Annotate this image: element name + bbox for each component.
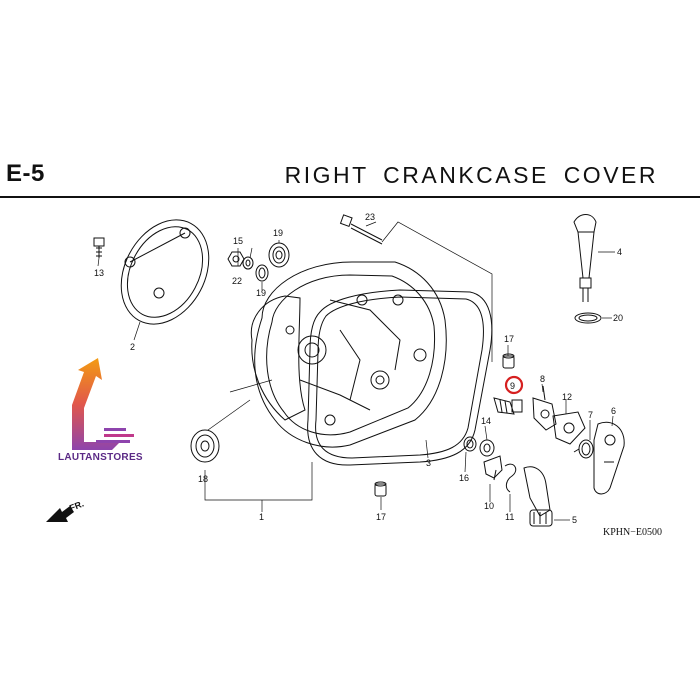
callout-6: 6 [611,406,616,416]
brand-name: LAUTANSTORES [58,452,143,463]
part-1-crankcase-cover [250,261,447,448]
callout-18: 18 [198,474,208,484]
header-divider [0,196,700,198]
callout-22: 22 [232,276,242,286]
part-4-dipstick [573,214,597,302]
part-18-seal [190,429,220,463]
callout-17-upper: 17 [504,334,514,344]
part-7-spring [573,439,594,459]
part-16-washer [463,436,477,452]
part-3-gasket [307,289,493,466]
callout-8: 8 [540,374,545,384]
part-20-oring [255,264,269,282]
part-8-arm [532,385,557,431]
part-13-bolt [93,237,105,258]
part-15-washer [242,256,254,270]
section-code: E-5 [6,160,45,187]
callout-23: 23 [365,212,375,222]
callout-3: 3 [426,458,431,468]
callout-11: 11 [505,512,514,522]
diagram-code: KPHN−E0500 [603,527,662,538]
part-19-bearing [268,242,290,268]
callout-4: 4 [617,247,622,257]
part-17-dowel-lower [374,481,387,497]
callout-20: 19 [256,288,266,298]
page-title: RIGHT CRANKCASE COVER [284,162,658,188]
part-21-oring [574,312,602,324]
front-direction-arrow [46,506,74,522]
callout-2: 2 [130,342,135,352]
part-9-pin [493,397,523,415]
brand-logo [72,358,134,450]
part-11-spring [504,463,517,493]
part-22-nut [227,251,245,267]
callout-labels: 13 2 15 22 19 19 23 4 20 17 9 8 12 7 6 1… [94,212,623,525]
callout-5: 5 [572,515,577,525]
part-14-washer [479,439,495,457]
part-10-stopper [483,455,503,481]
callout-14: 14 [481,416,491,426]
part-5-shaft [523,466,553,527]
part-2-cover-plate [120,219,210,325]
part-17-dowel-upper [502,353,515,369]
callout-10: 10 [484,501,494,511]
leader-lines [97,221,615,521]
callout-16: 16 [459,473,469,483]
callout-21: 20 [613,313,623,323]
callout-9: 9 [510,381,515,391]
callout-17-lower: 17 [376,512,386,522]
callout-1: 1 [259,512,264,522]
part-23-bolt [339,214,383,245]
callout-19: 19 [273,228,283,238]
callout-13: 13 [94,268,104,278]
callout-15: 15 [233,236,243,246]
part-9-highlight-ring [504,375,524,395]
part-12-plate [552,411,586,445]
part-6-lever [593,421,625,495]
callout-12: 12 [562,392,572,402]
callout-7: 7 [588,410,593,420]
